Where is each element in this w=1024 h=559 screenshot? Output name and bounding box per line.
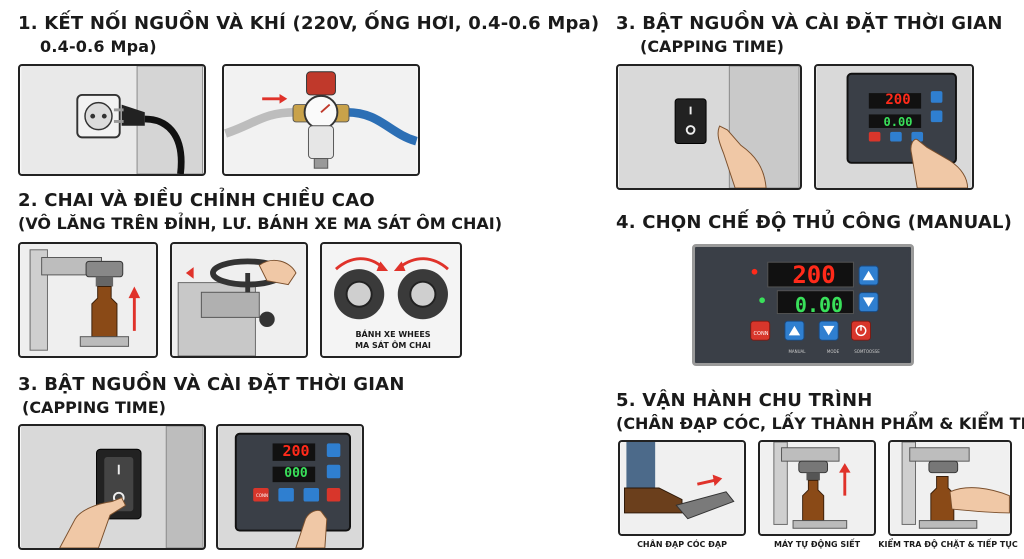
foot-pedal-illustration [620,442,744,534]
step3-left-heading: 3. BẬT NGUỒN VÀ CÀI ĐẶT THỜI GIAN [18,374,405,395]
step5-caption-2: MÁY TỰ ĐỘNG SIẾT [773,540,861,549]
step3-right-heading: 3. BẬT NGUỒN VÀ CÀI ĐẶT THỜI GIAN [616,13,1003,34]
step3-left-subheading: (CAPPING TIME) [22,398,166,417]
power-outlet-illustration [21,66,204,174]
timer-panel-right: 200 0.00 [814,64,974,190]
power-switch-panel-left [18,424,206,550]
power-switch-illustration-left [20,426,204,548]
timer-illustration-left [218,426,362,548]
check-tightness-illustration [890,442,1010,534]
step5-heading: 5. VẬN HÀNH CHU TRÌNH [616,390,873,411]
step2-subheading: (VÔ LĂNG TRÊN ĐỈNH, LƯ. BÁNH XE MA SÁT Ô… [18,214,503,233]
auto-tighten-illustration [760,442,874,534]
power-switch-illustration-right [618,66,800,188]
manual-mode-control-panel: 200 0.00 CONN MANUAL MODE SOMTOOSSE [692,244,914,366]
step5-subheading: (CHÂN ĐẠP CÓC, LẤY THÀNH PHẨM & KIỂM TRA… [616,414,1024,433]
actual-time-display-main: 0.00 [794,293,844,317]
timer-panel-left: 200 000 CONN [216,424,364,550]
bottle-height-illustration [20,244,156,356]
manual-mode-panel-illustration [697,247,909,363]
conn-button-label: CONN [753,331,769,337]
power-outlet-panel [18,64,206,176]
handwheel-panel [170,242,308,358]
power-switch-panel-right [616,64,802,190]
set-time-display-right: 200 [885,92,911,108]
set-time-display-main: 200 [792,261,836,289]
step5-caption-3: KIỂM TRA ĐỘ CHẶT & TIẾP TỤC [878,540,1018,549]
air-regulator-panel [222,64,420,176]
step2-heading: 2. CHAI VÀ ĐIỀU CHỈNH CHIỀU CAO [18,190,375,211]
set-time-display-left: 200 [282,442,310,460]
bottle-height-panel [18,242,158,358]
air-regulator-illustration [224,66,418,174]
foot-pedal-panel [618,440,746,536]
wheel-caption-line2: MA SÁT ÔM CHAI [355,341,431,350]
step5-caption-1: CHÂN ĐẠP CÓC ĐẠP [637,540,727,549]
step4-heading: 4. CHỌN CHẾ ĐỘ THỦ CÔNG (MANUAL) [616,212,1013,233]
step1-heading: 1. KẾT NỐI NGUỒN VÀ KHÍ (220V, ỐNG HƠI, … [18,13,600,34]
auto-tighten-panel [758,440,876,536]
wheel-caption-line1: BÁNH XE WHEES [355,330,431,339]
timer-illustration-right [816,66,972,188]
step1-subheading: 0.4-0.6 Mpa) [40,37,157,56]
step3-right-subheading: (CAPPING TIME) [640,37,784,56]
friction-wheels-panel: BÁNH XE WHEES MA SÁT ÔM CHAI [320,242,462,358]
power-button-label: SOMTOOSSE [854,349,880,354]
actual-time-display-right: 0.00 [883,115,913,129]
manual-button-label: MANUAL [788,349,806,354]
check-tightness-panel [888,440,1012,536]
conn-button-label-left: CONN [256,493,268,498]
mode-button-label: MODE [826,349,840,354]
friction-wheels-illustration [322,244,460,356]
handwheel-illustration [172,244,306,356]
actual-time-display-left: 000 [284,466,308,481]
